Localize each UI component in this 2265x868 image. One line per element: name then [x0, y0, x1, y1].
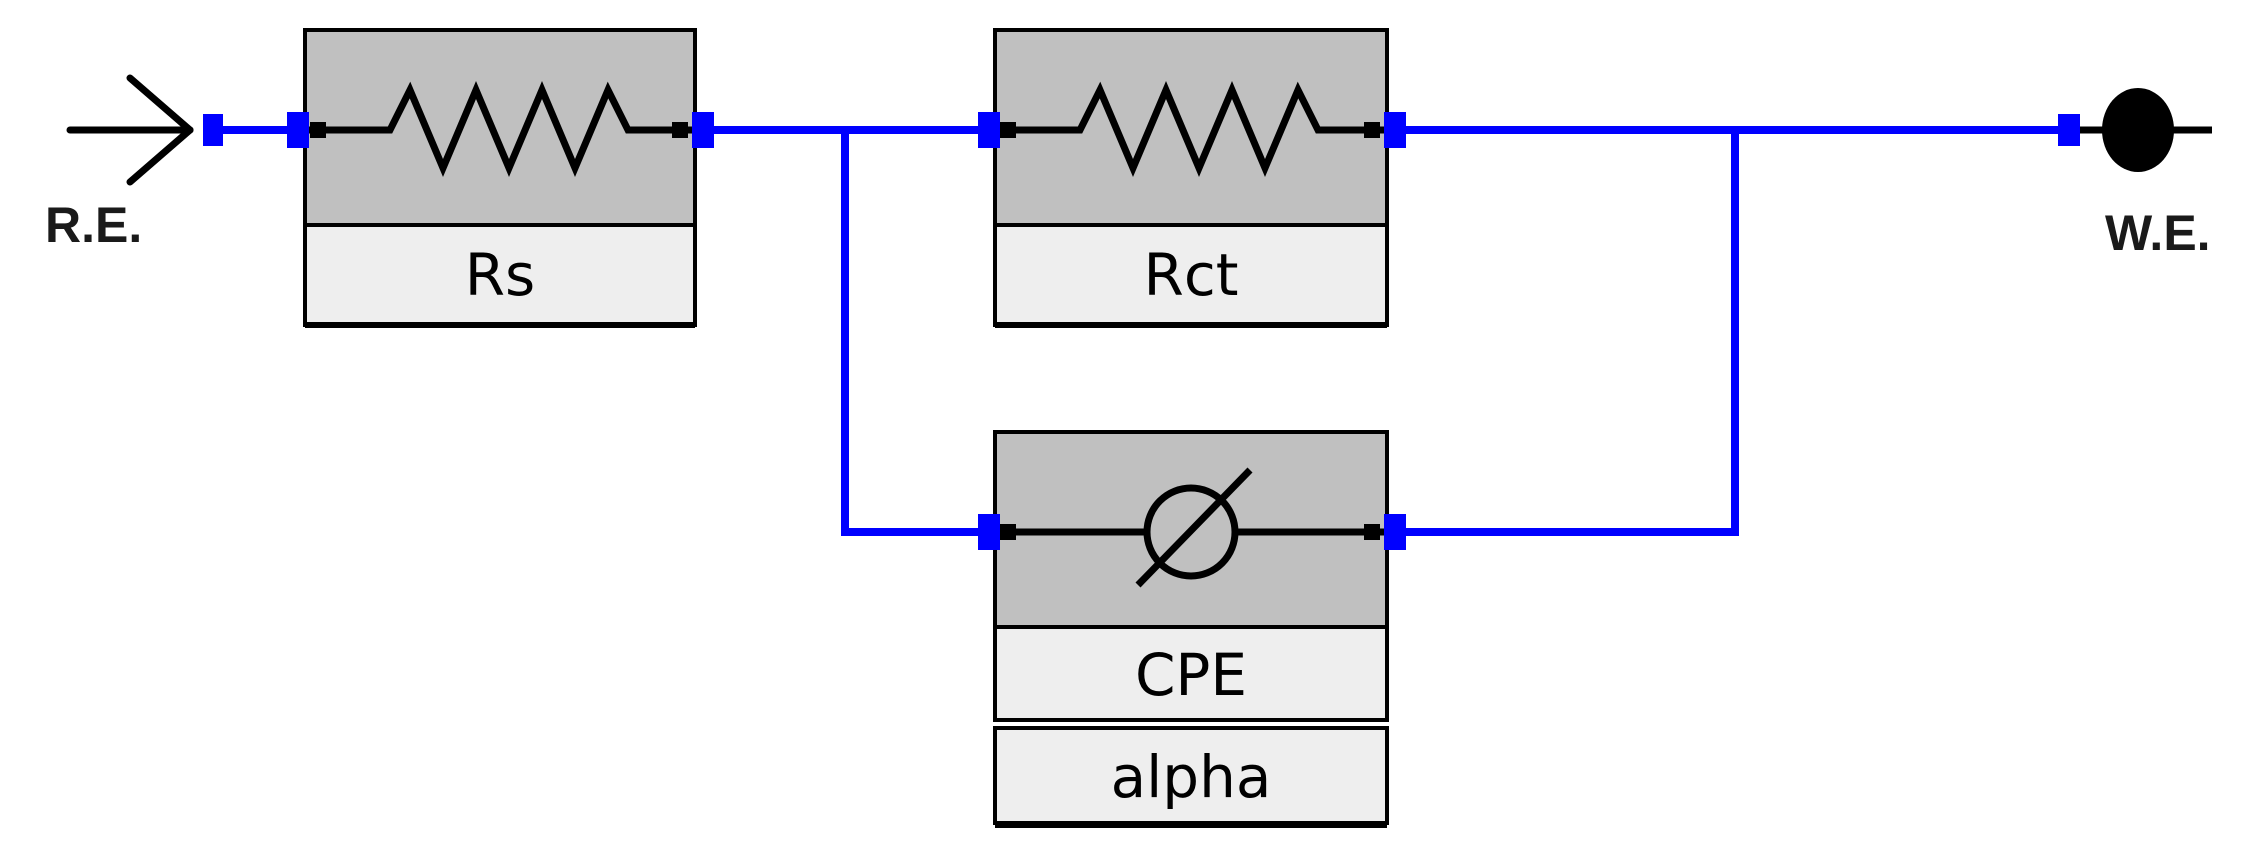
- connection-node[interactable]: [2058, 114, 2080, 146]
- alpha-label: alpha: [1111, 743, 1272, 811]
- reference-electrode-label: R.E.: [45, 197, 142, 253]
- cpe-element[interactable]: CPE alpha: [978, 430, 1406, 828]
- connection-node[interactable]: [203, 114, 223, 146]
- parameter-box: [993, 625, 1389, 722]
- rct-parameter-field[interactable]: Rct: [993, 223, 1389, 328]
- connection-node[interactable]: [978, 514, 1000, 550]
- lead-end: [1000, 122, 1016, 138]
- rs-resistor[interactable]: Rs: [287, 28, 714, 328]
- wires: [210, 126, 2070, 536]
- resistor-icon: [305, 81, 695, 177]
- connection-node[interactable]: [692, 112, 714, 148]
- connection-node[interactable]: [1384, 112, 1406, 148]
- lead-end: [310, 122, 326, 138]
- lead-end: [1000, 524, 1016, 540]
- lead-end: [672, 122, 688, 138]
- lead-end: [1364, 524, 1380, 540]
- rs-label: Rs: [465, 241, 536, 309]
- working-electrode-label: W.E.: [2105, 205, 2211, 261]
- connection-node[interactable]: [287, 112, 309, 148]
- connection-node[interactable]: [978, 112, 1000, 148]
- resistor-icon: [995, 81, 1387, 177]
- cpe-label: CPE: [1135, 641, 1247, 709]
- lead-end: [1364, 122, 1380, 138]
- rct-resistor[interactable]: Rct: [978, 28, 1406, 328]
- cpe-icon: [995, 467, 1387, 588]
- rs-parameter-field[interactable]: Rs: [303, 223, 697, 328]
- alpha-parameter-field[interactable]: alpha: [993, 726, 1389, 828]
- reference-electrode-terminal[interactable]: R.E.: [45, 74, 223, 253]
- cpe-parameter-field[interactable]: CPE: [993, 625, 1389, 722]
- wire-cpe-to-junction: [1392, 130, 1739, 536]
- working-electrode-terminal[interactable]: W.E.: [2058, 88, 2212, 261]
- parameter-box: [993, 223, 1389, 327]
- rct-label: Rct: [1144, 241, 1239, 309]
- connection-node[interactable]: [1384, 514, 1406, 550]
- wire-junction-to-cpe: [841, 130, 990, 536]
- arrow-icon: [66, 74, 194, 186]
- dot-icon: [2102, 88, 2174, 172]
